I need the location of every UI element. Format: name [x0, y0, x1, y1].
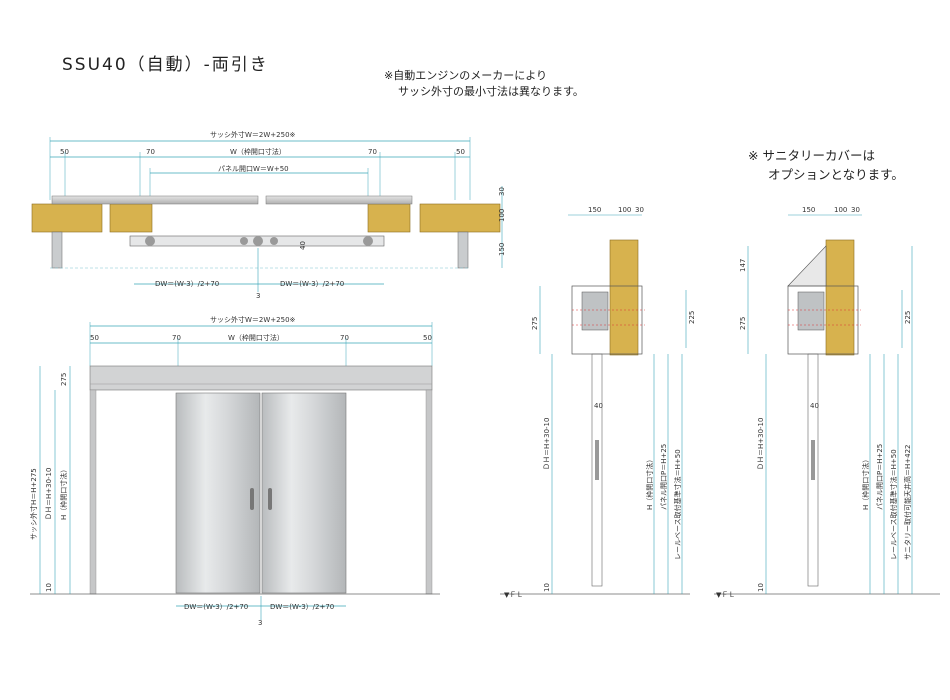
sec-b-d30: 30: [851, 206, 860, 214]
plan-wall-right-inner: [367, 203, 411, 233]
sec-b-d10: 10: [757, 583, 765, 592]
section-b: 150 100 30 147 275 225 40 ＤＨ＝H+30-10 10 …: [714, 206, 940, 599]
sec-b-h-frame: H（枠開口寸法）: [861, 456, 870, 510]
plan-d30: 30: [498, 187, 506, 196]
plan-extension-lines: [49, 137, 471, 200]
engine-note-line1: ※自動エンジンのメーカーにより: [384, 69, 547, 82]
elev-d50-right: 50: [423, 334, 432, 342]
sec-a-d10: 10: [543, 583, 551, 592]
sec-b-d100: 100: [834, 206, 847, 214]
sec-b-wall: [825, 239, 855, 356]
plan-header-right: [265, 195, 413, 205]
plan-dw-left: DW＝(W-3）/2+70: [155, 280, 219, 288]
plan-d50-right: 50: [456, 148, 465, 156]
plan-d100: 100: [498, 209, 506, 222]
elev-d70-left: 70: [172, 334, 181, 342]
engine-note: ※自動エンジンのメーカーにより サッシ外寸の最小寸法は異なります。: [384, 68, 584, 100]
sec-a-wall: [609, 239, 639, 356]
elev-d275: 275: [60, 373, 68, 386]
elev-door-right: [261, 392, 347, 594]
sec-a-panel: パネル開口P＝H+25: [660, 444, 668, 510]
sec-b-dh: ＤＨ＝H+30-10: [757, 418, 765, 470]
elev-header: [89, 365, 433, 391]
sec-a-door: [591, 353, 603, 587]
elev-d10: 10: [45, 583, 53, 592]
sec-a-engine: [581, 291, 609, 331]
plan-wall-left: [31, 203, 103, 233]
elev-d70-right: 70: [340, 334, 349, 342]
sec-b-fl: ▼ＦＬ: [716, 591, 735, 599]
sec-b-door: [807, 353, 819, 587]
sec-a-handle: [595, 440, 599, 480]
plan-post-left: [51, 231, 63, 269]
elev-d3: 3: [258, 619, 262, 627]
elev-door-left: [175, 392, 261, 594]
sanitary-note-line1: ※ サニタリーカバーは: [748, 148, 875, 163]
drawing-title: SSU40（自動）-両引き: [62, 55, 269, 75]
plan-d50-left: 50: [60, 148, 69, 156]
plan-panel-dim: パネル開口W＝W+50: [218, 165, 289, 173]
sanitary-note-line2: オプションとなります。: [768, 167, 904, 182]
elev-extension-lines: [89, 322, 433, 366]
sec-a-header: [571, 285, 643, 355]
sec-b-d275: 275: [739, 317, 747, 330]
engine-note-line2: サッシ外寸の最小寸法は異なります。: [398, 85, 584, 98]
plan-rollers: [145, 236, 373, 246]
sec-a-rail: レールベース取付基準寸法＝H+50: [673, 449, 682, 560]
sec-a-d100: 100: [618, 206, 631, 214]
sec-b-d225: 225: [904, 311, 912, 324]
section-a: 150 100 30 275 225 40 ＤＨ＝H+30-10 10 H（枠開…: [500, 206, 696, 599]
elevation-view: サッシ外寸W＝2W+250※ 50 70 W（枠開口寸法） 70 50 275 …: [29, 315, 440, 627]
sec-b-rail: レールベース取付基準寸法＝H+50: [889, 449, 898, 560]
sec-b-sanitary-cover: [787, 245, 827, 287]
plan-d150: 150: [498, 243, 506, 256]
plan-d40: 40: [299, 241, 307, 250]
plan-wall-right: [419, 203, 501, 233]
elev-dw-left: DW＝(W-3）/2+70: [184, 603, 248, 611]
plan-wall-left-inner: [109, 203, 153, 233]
plan-d3: 3: [256, 292, 260, 300]
sec-a-d150: 150: [588, 206, 601, 214]
elev-h-outer: サッシ外寸H＝H+275: [29, 468, 38, 540]
plan-d70-right: 70: [368, 148, 377, 156]
sec-b-sanitary: サニタリー取付可能天井高＝H+422: [903, 445, 912, 561]
sec-a-fl: ▼ＦＬ: [504, 591, 523, 599]
sec-b-d150: 150: [802, 206, 815, 214]
sec-a-h-frame: H（枠開口寸法）: [645, 456, 654, 510]
elev-h-dh: ＤＨ＝H+30-10: [45, 468, 53, 520]
sanitary-note: ※ サニタリーカバーは オプションとなります。: [748, 146, 904, 184]
elev-d50-left: 50: [90, 334, 99, 342]
plan-header-left: [51, 195, 259, 205]
elev-w-dim: W（枠開口寸法）: [228, 333, 284, 342]
sec-a-dh: ＤＨ＝H+30-10: [543, 418, 551, 470]
elev-dw-right: DW＝(W-3）/2+70: [270, 603, 334, 611]
sec-a-d225: 225: [688, 311, 696, 324]
sec-b-header: [787, 285, 859, 355]
plan-view: サッシ外寸W＝2W+250※ 50 70 W（枠開口寸法） 70 50 パネル開…: [31, 130, 506, 300]
elev-h-frame: H（枠開口寸法）: [59, 466, 68, 520]
sec-b-panel: パネル開口P＝H+25: [876, 444, 884, 510]
sec-a-d30: 30: [635, 206, 644, 214]
plan-w-dim: W（枠開口寸法）: [230, 147, 286, 156]
sec-a-d275: 275: [531, 317, 539, 330]
plan-dw-right: DW＝(W-3）/2+70: [280, 280, 344, 288]
plan-post-right: [457, 231, 469, 269]
sec-b-engine: [797, 291, 825, 331]
sec-b-d40: 40: [810, 402, 819, 410]
plan-d70-left: 70: [146, 148, 155, 156]
sec-b-d147: 147: [739, 259, 747, 272]
elev-handle-left: [250, 488, 254, 510]
elev-jamb-right: [425, 389, 433, 595]
elev-outer-dim: サッシ外寸W＝2W+250※: [210, 315, 296, 324]
sec-b-handle: [811, 440, 815, 480]
elev-jamb-left: [89, 389, 97, 595]
elev-handle-right: [268, 488, 272, 510]
sec-a-d40: 40: [594, 402, 603, 410]
plan-outer-dim: サッシ外寸W＝2W+250※: [210, 130, 296, 139]
